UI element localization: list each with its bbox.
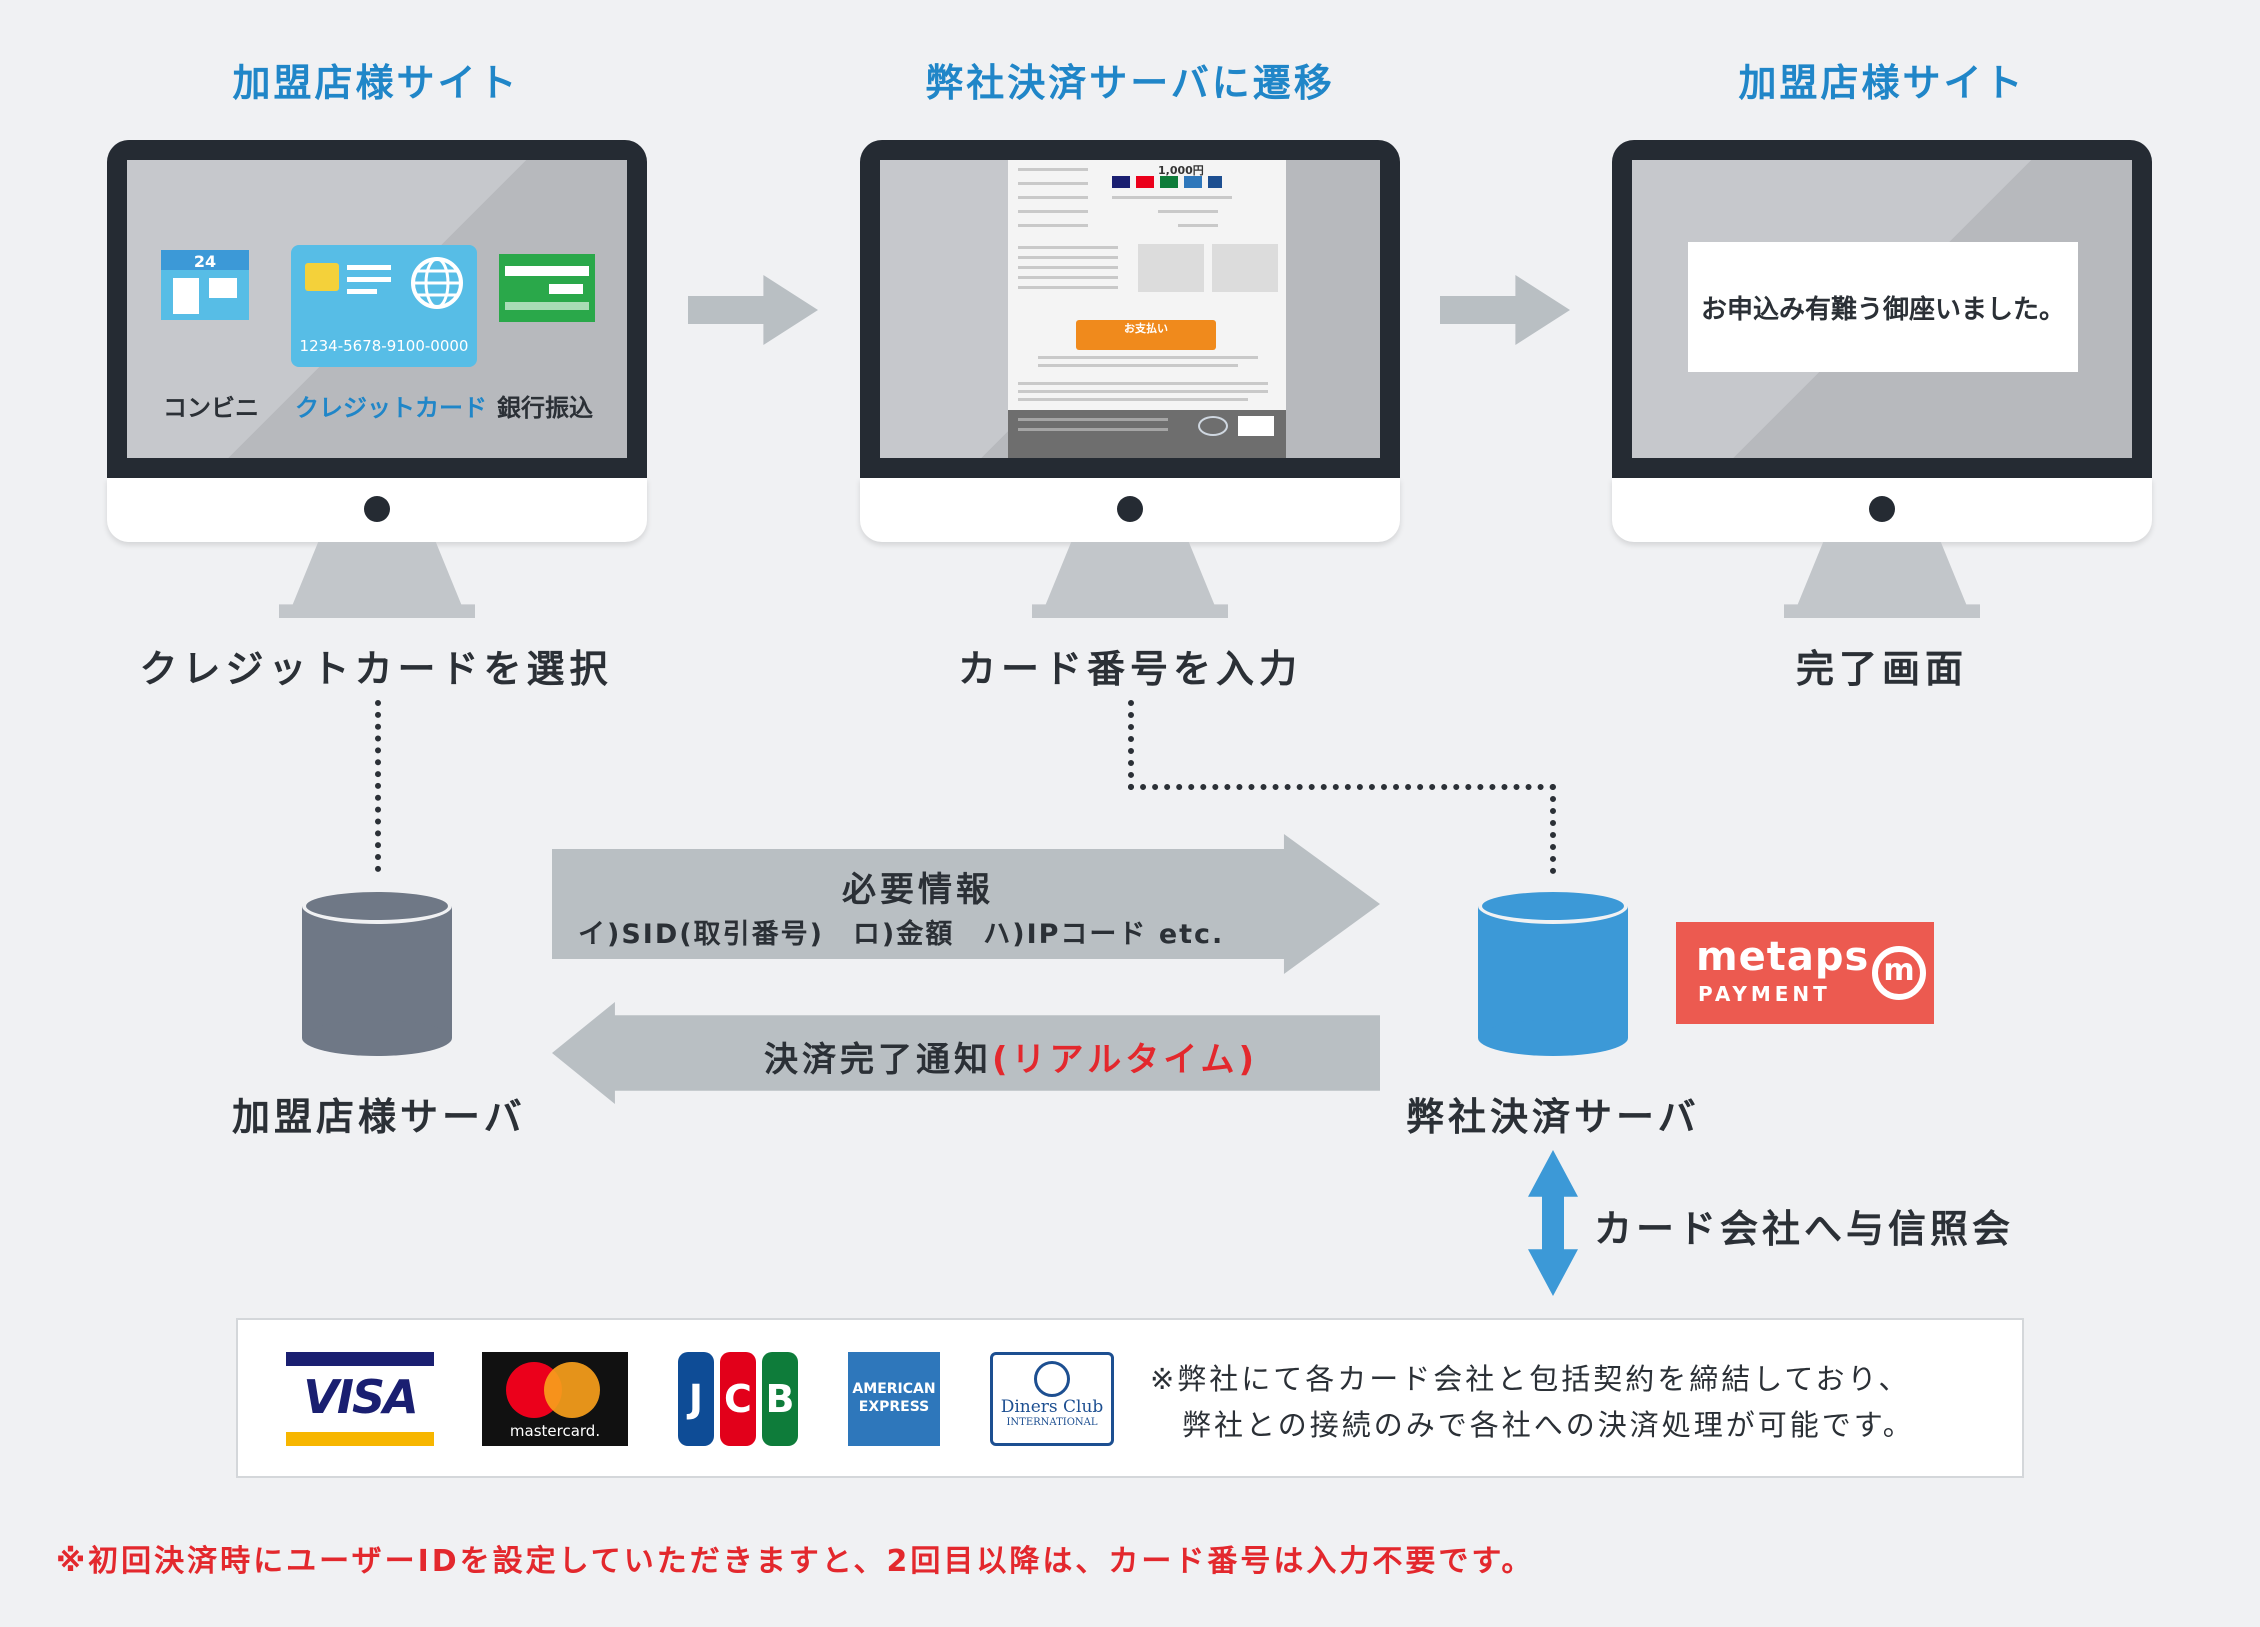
double-arrow-icon [1528,1150,1578,1296]
logo-line1: metaps [1696,934,1870,980]
monitor-chin [860,478,1400,542]
monitor-bezel: お申込み有難う御座いました。 [1612,140,2152,478]
diners-club-logo: Diners Club INTERNATIONAL [990,1352,1114,1446]
brand-contract-note: ※弊社にて各カード会社と包括契約を締結しており、 弊社との接続のみで各社への決済… [1150,1362,1915,1442]
response-main: 決済完了通知 [764,1040,992,1080]
completion-message: お申込み有難う御座いました。 [1688,242,2078,372]
monitor-screen: お申込み有難う御座いました。 [1632,160,2132,458]
form-amount: 1,000円 [1158,164,1204,177]
request-arrow [552,834,1380,974]
caption-select-card: クレジットカードを選択 [139,647,613,691]
caption-complete: 完了画面 [1795,647,1968,691]
card-number: 1234-5678-9100-0000 [299,337,469,355]
monitor-stand [1032,542,1228,618]
arrow-right-icon [688,275,818,345]
mastercard-logo: mastercard. [482,1352,628,1446]
response-accent: (リアルタイム) [992,1040,1259,1080]
monitor-screen: 24 コンビニ 1234-5678-9100-0000 クレジットカード [127,160,627,458]
store-sign: 24 [193,252,217,271]
monitor-chin [107,478,647,542]
monitor-bezel: 24 コンビニ 1234-5678-9100-0000 クレジットカード [107,140,647,478]
camera-dot [1869,496,1895,522]
connector-server-up [1550,784,1556,874]
request-items: イ)SID(取引番号) ロ)金額 ハ)IPコード etc. [578,919,1225,950]
connector-merchant [375,700,381,872]
visa-logo: VISA [286,1352,434,1446]
metaps-payment-logo: metaps PAYMENT m [1676,922,1934,1024]
form-footer [1008,410,1286,458]
monitor-chin [1612,478,2152,542]
database-icon [302,888,452,1056]
label-card-inquiry: カード会社へ与信照会 [1594,1207,2015,1251]
connector-form-down [1128,700,1134,790]
arrow-right-icon [1440,275,1570,345]
response-label: 決済完了通知(リアルタイム) [764,1032,1258,1081]
request-title: 必要情報 [842,870,994,910]
caption-enter-number: カード番号を入力 [957,647,1302,691]
jcb-logo: J C B [678,1352,798,1446]
label-our-server: 弊社決済サーバ [1406,1095,1700,1139]
monitor-screen: 1,000円 [880,160,1380,458]
heading-merchant-site-1: 加盟店様サイト [232,61,520,105]
camera-dot [1117,496,1143,522]
monitor-payment-form: 1,000円 [860,140,1400,618]
monitor-bezel: 1,000円 [860,140,1400,478]
response-arrow [552,1002,1380,1104]
heading-merchant-site-2: 加盟店様サイト [1738,61,2026,105]
monitor-stand [1784,542,1980,618]
heading-payment-server: 弊社決済サーバに遷移 [925,61,1335,105]
option-convenience: コンビニ [163,394,259,422]
monitor-complete: お申込み有難う御座いました。 [1612,140,2152,618]
amex-logo: AMERICAN EXPRESS [848,1352,940,1446]
logo-line2: PAYMENT [1698,982,1831,1006]
payment-form-page: 1,000円 [1008,160,1286,458]
connector-form-across [1128,784,1556,790]
footnote: ※初回決済時にユーザーIDを設定していただきますと、2回目以降は、カード番号は入… [56,1544,1535,1579]
monitor-merchant-site: 24 コンビニ 1234-5678-9100-0000 クレジットカード [107,140,647,618]
pay-button: お支払い [1076,320,1216,350]
camera-dot [364,496,390,522]
globe-icon [411,257,463,309]
label-merchant-server: 加盟店様サーバ [232,1095,526,1139]
option-credit-card: クレジットカード [295,394,487,422]
card-brands-panel: VISA mastercard. J C B AMERICAN EXPRESS … [236,1318,2024,1478]
bank-transfer-icon [499,254,595,322]
option-bank-transfer: 銀行振込 [497,394,593,422]
card-chip [305,263,339,291]
database-icon [1478,888,1628,1056]
logo-mark: m [1872,946,1926,1000]
credit-card-icon: 1234-5678-9100-0000 [291,245,477,367]
monitor-stand [279,542,475,618]
store-icon [161,250,249,320]
form-brand-icons [1112,176,1222,188]
